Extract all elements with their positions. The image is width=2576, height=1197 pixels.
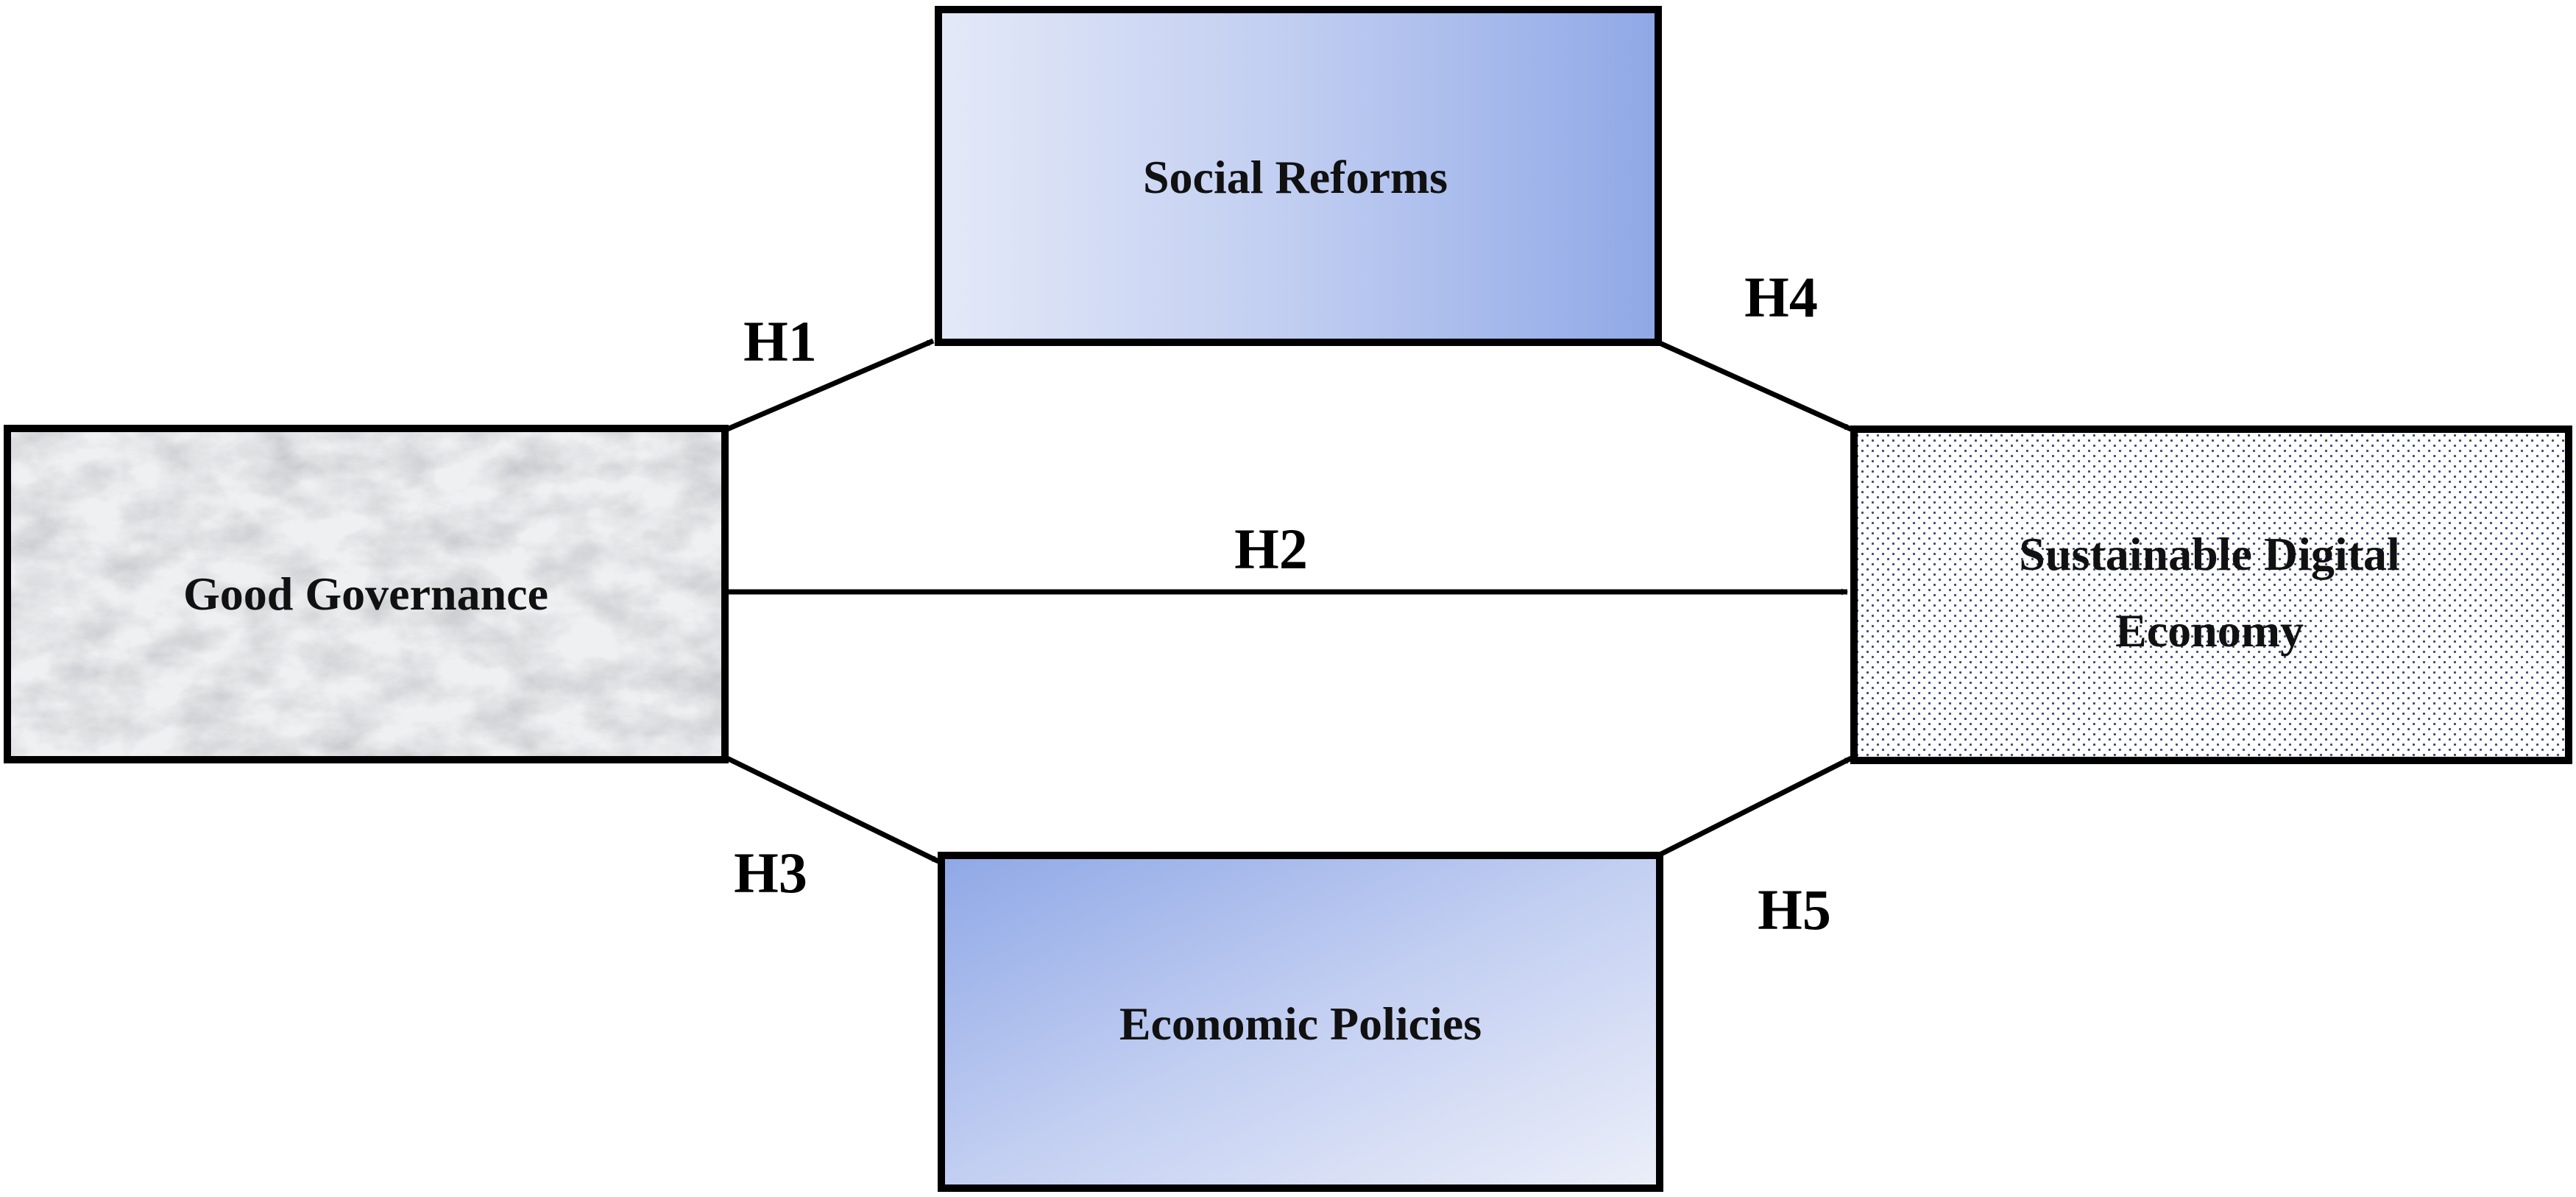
arrow-h4	[1658, 340, 1853, 432]
social-reforms-label: Social Reforms	[1143, 151, 1448, 203]
marble-texture	[11, 432, 721, 756]
economic-policies-label: Economic Policies	[1119, 998, 1482, 1050]
economic-policies-box	[938, 852, 1663, 1192]
good-governance-label: Good Governance	[183, 568, 548, 620]
hypothesis-label-h2: H2	[1234, 517, 1308, 581]
hypothesis-label-h3: H3	[734, 841, 807, 905]
social-reforms-box	[935, 6, 1662, 346]
good-governance-node: Good Governance	[4, 425, 729, 763]
sustainable-digital-economy-box	[1850, 426, 2572, 764]
hypothesis-label-h5: H5	[1758, 878, 1831, 942]
arrow-h3	[726, 755, 940, 864]
economic-policies-node: Economic Policies	[938, 852, 1663, 1192]
sustainable-digital-economy-label-line1: Sustainable Digital	[2019, 528, 2399, 580]
path-arrows	[726, 338, 1853, 864]
hypothesis-label-h1: H1	[743, 309, 817, 373]
social-reforms-node: Social Reforms	[935, 6, 1662, 346]
arrow-h5	[1660, 755, 1853, 857]
arrow-h1	[726, 338, 935, 432]
hypothesis-label-h4: H4	[1744, 265, 1818, 329]
sustainable-digital-economy-label-line2: Economy	[2115, 604, 2304, 657]
sustainable-digital-economy-node: Sustainable Digital Economy	[1850, 426, 2572, 764]
